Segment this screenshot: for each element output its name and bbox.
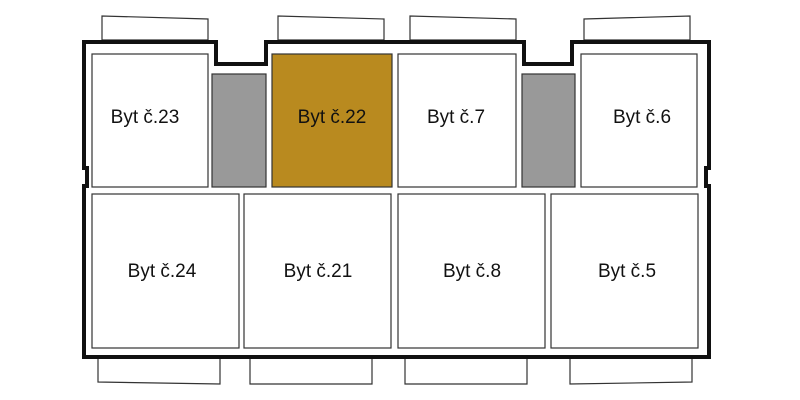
apartment-5-label: Byt č.5 [598,261,656,282]
balcony-bottom-1 [97,357,221,385]
apartment-7-label: Byt č.7 [427,107,485,128]
apartment-21-label: Byt č.21 [284,261,353,282]
apartment-22-label: Byt č.22 [298,107,367,128]
apartment-6-area[interactable] [580,53,698,188]
apartment-8-label: Byt č.8 [443,261,501,282]
apartment-7[interactable]: Byt č.7 [397,53,517,188]
apartment-6[interactable]: Byt č.6 [580,53,698,188]
apartment-6-label: Byt č.6 [613,107,671,128]
apartment-8[interactable]: Byt č.8 [397,193,546,349]
apartment-23-area[interactable] [91,53,209,188]
apartment-24[interactable]: Byt č.24 [91,193,240,349]
balcony-bottom-2 [249,357,373,385]
service-core-left [211,73,267,188]
balcony-top-3 [409,15,517,41]
balcony-top-2 [277,15,385,41]
apartment-7-area[interactable] [397,53,517,188]
apartment-5[interactable]: Byt č.5 [550,193,699,349]
apartment-22-area[interactable] [271,53,393,188]
balcony-bottom-4 [569,357,693,385]
apartment-23-label: Byt č.23 [111,107,180,128]
apartment-21[interactable]: Byt č.21 [243,193,392,349]
apartment-22[interactable]: Byt č.22 [271,53,393,188]
apartment-24-area[interactable] [91,193,240,349]
balcony-top-4 [583,15,691,41]
apartment-21-area[interactable] [243,193,392,349]
apartment-24-label: Byt č.24 [128,261,197,282]
apartment-23[interactable]: Byt č.23 [91,53,209,188]
apartment-8-area[interactable] [397,193,546,349]
apartment-5-area[interactable] [550,193,699,349]
balcony-bottom-3 [404,357,528,385]
balcony-top-1 [101,15,209,41]
service-core-right [521,73,576,188]
